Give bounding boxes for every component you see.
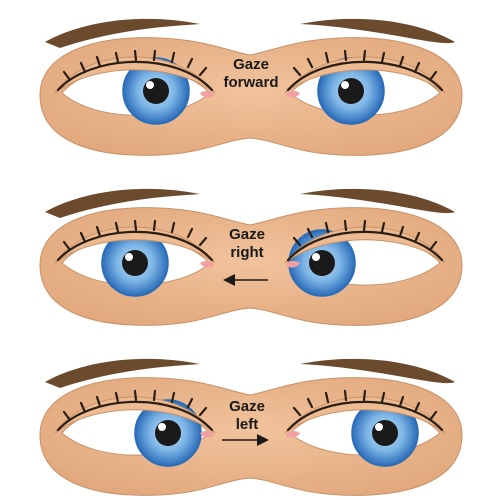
gaze-left-line2: left	[236, 416, 259, 433]
gaze-forward-line2: forward	[223, 74, 278, 91]
right-eye-highlight	[341, 81, 349, 89]
right-eye	[284, 389, 446, 467]
right-pupil	[309, 250, 335, 276]
left-upper-eyelid	[54, 226, 216, 264]
left-caruncle	[200, 260, 214, 268]
left-eye-highlight	[158, 423, 166, 431]
left-eye	[54, 49, 216, 125]
right-pupil	[338, 78, 364, 104]
right-upper-eyelid	[284, 226, 446, 264]
gaze-right-line1: Gaze	[229, 226, 265, 243]
left-upper-eyelid	[54, 56, 216, 94]
right-eyebrow	[300, 358, 455, 384]
right-eyelashes	[286, 49, 444, 92]
right-caruncle	[286, 430, 300, 438]
gaze-forward-line1: Gaze	[233, 56, 269, 73]
left-eyebrow	[45, 18, 200, 48]
right-eyelashes	[286, 219, 444, 262]
right-eyebrow	[300, 188, 455, 214]
left-pupil	[122, 250, 148, 276]
right-caruncle	[286, 90, 300, 98]
right-eyelashes	[286, 389, 444, 432]
gaze-left-line1: Gaze	[229, 398, 265, 415]
left-caruncle	[200, 430, 214, 438]
right-pupil	[372, 420, 398, 446]
left-pupil	[143, 78, 169, 104]
right-eye	[284, 49, 446, 125]
right-eyebrow	[300, 18, 455, 44]
right-upper-eyelid	[284, 56, 446, 94]
right-eye	[284, 219, 446, 297]
left-caruncle	[200, 90, 214, 98]
left-eyebrow	[45, 358, 200, 388]
left-eye-highlight	[125, 253, 133, 261]
left-eye-highlight	[146, 81, 154, 89]
gaze-right-line2: right	[230, 244, 263, 261]
left-eyelashes	[56, 389, 214, 432]
left-eyelashes	[56, 219, 214, 262]
right-caruncle	[286, 260, 300, 268]
left-upper-eyelid	[54, 396, 216, 434]
left-eye	[54, 389, 216, 467]
right-upper-eyelid	[284, 396, 446, 434]
right-eye-highlight	[312, 253, 320, 261]
left-eye	[54, 219, 216, 297]
panel-gaze-forward: Gaze forward	[39, 18, 463, 156]
panel-gaze-right: Gaze right	[39, 188, 463, 326]
left-pupil	[155, 420, 181, 446]
panel-gaze-left: Gaze left	[39, 358, 463, 496]
left-eyelashes	[56, 49, 214, 92]
left-eyebrow	[45, 188, 200, 218]
right-eye-highlight	[375, 423, 383, 431]
